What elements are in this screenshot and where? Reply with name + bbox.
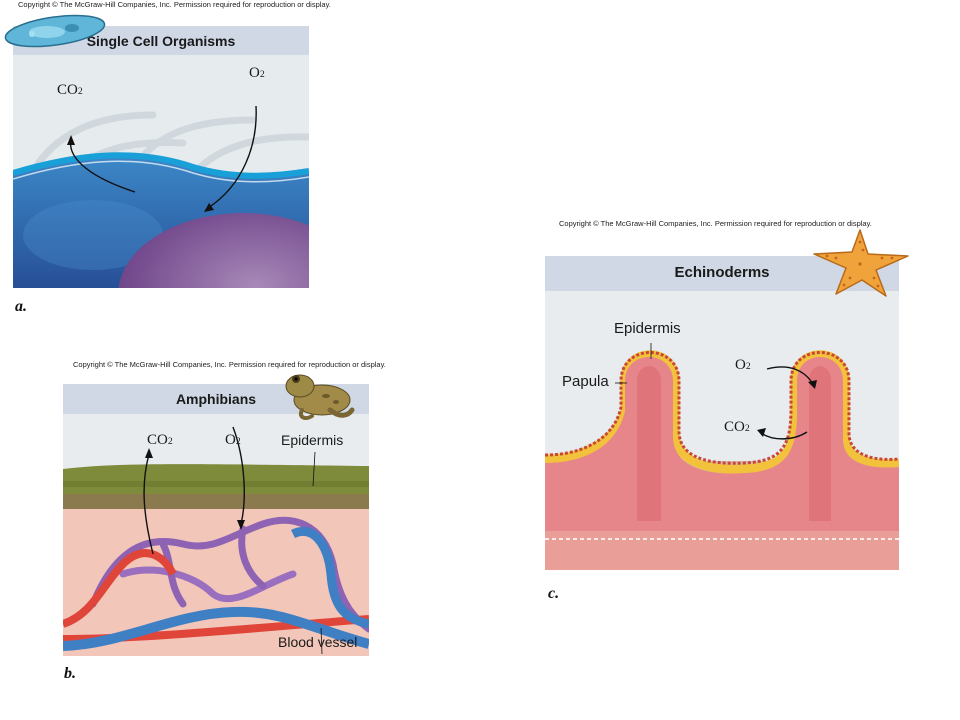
label-o2-b: O2 [225, 432, 241, 448]
echinoderm-papula-illustration [545, 291, 899, 570]
frog-icon [282, 366, 356, 422]
label-blood-vessel: Blood vessel [278, 634, 358, 650]
panel-letter-a: a. [15, 298, 27, 315]
label-co2-a: CO2 [57, 82, 83, 98]
label-co2-c: CO2 [724, 419, 750, 435]
label-papula: Papula [562, 373, 609, 390]
paramecium-icon [2, 12, 108, 48]
panel-letter-c: c. [548, 585, 560, 602]
starfish-icon [812, 228, 912, 298]
panel-echinoderms: Echinoderms Epidermis Papula O2 CO2 [545, 256, 899, 570]
panel-letter-b: b. [64, 665, 76, 682]
label-epidermis-b: Epidermis [281, 432, 344, 448]
label-epidermis-c: Epidermis [614, 320, 681, 337]
panel-single-cell: Single Cell Organisms [13, 26, 309, 288]
label-o2-c: O2 [735, 357, 751, 373]
copyright-notice-a: Copyright © The McGraw-Hill Companies, I… [18, 0, 331, 9]
copyright-notice-c: Copyright © The McGraw-Hill Companies, I… [559, 219, 872, 228]
amphibian-skin-illustration [63, 414, 369, 656]
label-o2-a: O2 [249, 65, 265, 81]
copyright-notice-b: Copyright © The McGraw-Hill Companies, I… [73, 360, 386, 369]
single-cell-illustration [13, 55, 309, 288]
label-co2-b: CO2 [147, 432, 173, 448]
panel-amphibians: Amphibians CO2 O2 Epidermi [63, 384, 369, 656]
